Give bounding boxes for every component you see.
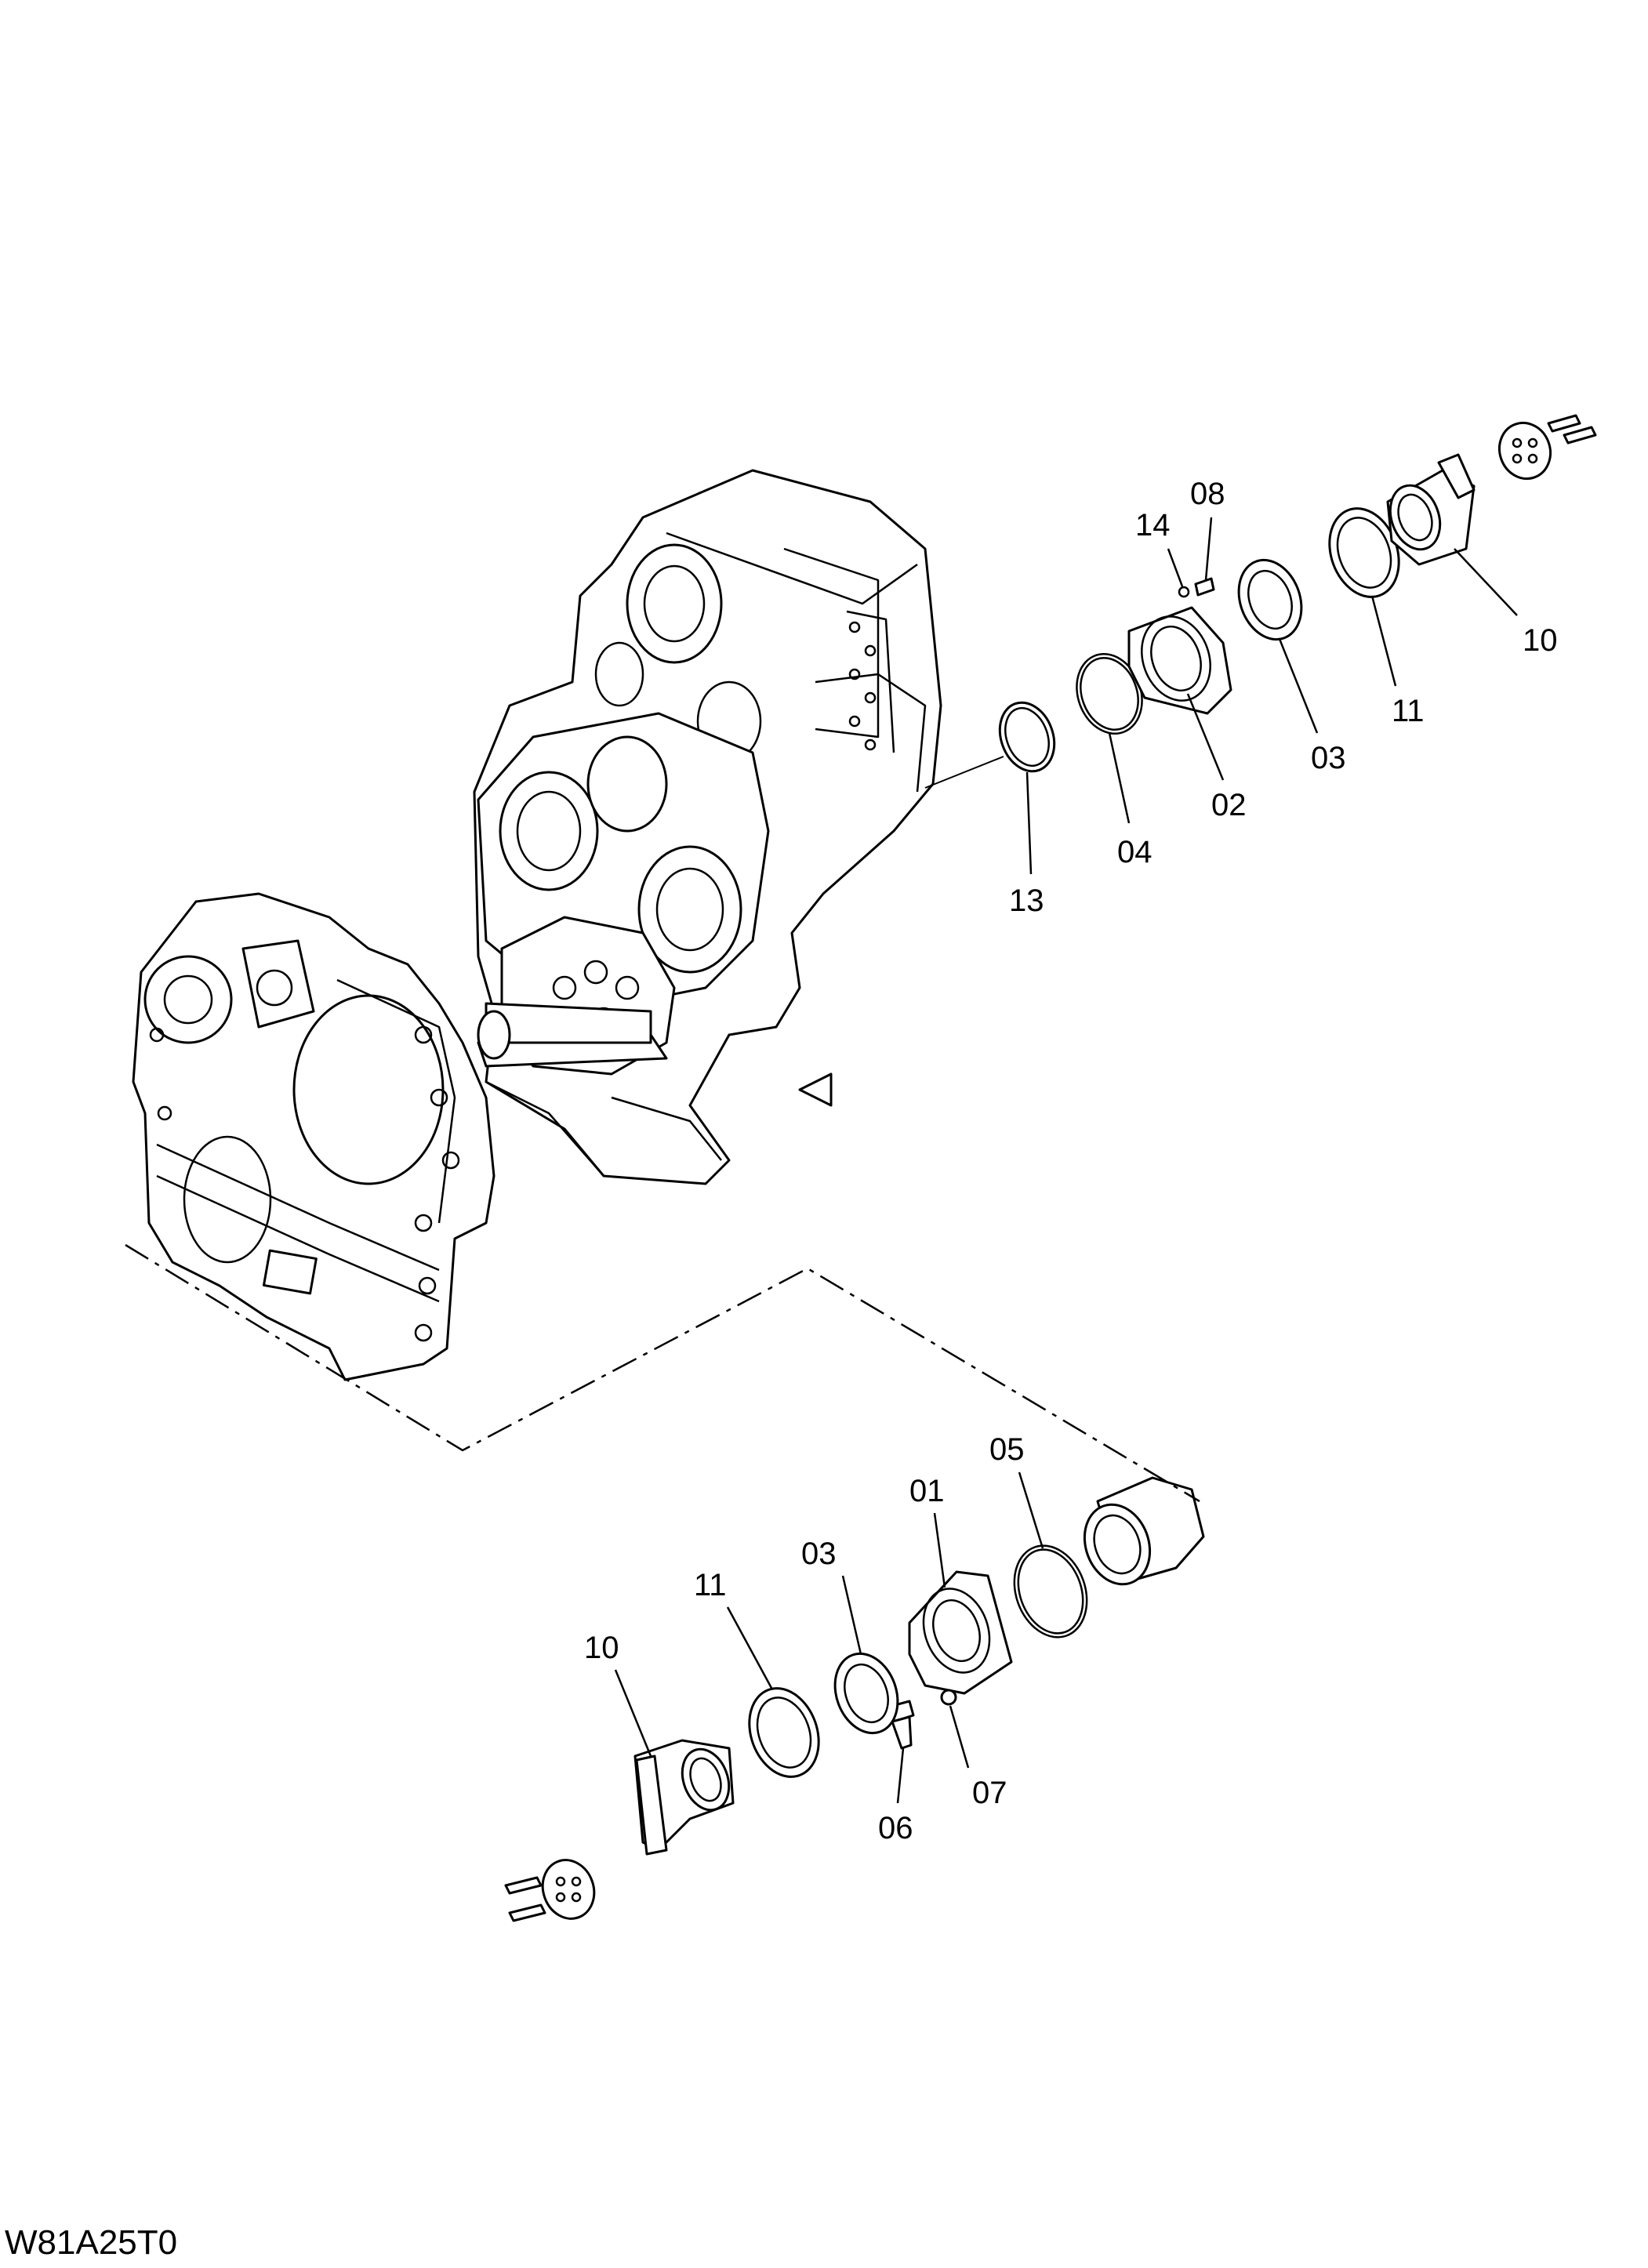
callout-14-upper: 14 [1135, 508, 1171, 543]
callout-11-upper: 11 [1392, 694, 1425, 728]
callout-10-upper: 10 [1523, 623, 1558, 658]
callout-07-lower: 07 [972, 1776, 1007, 1810]
transmission-housing-drawing [473, 469, 942, 1185]
upper-parts-drawing [924, 414, 1597, 789]
leader-lines [614, 517, 1518, 1804]
callout-08-upper: 08 [1190, 477, 1225, 511]
upper-callouts: 14 08 10 11 03 02 04 13 [1009, 477, 1558, 918]
lower-parts-drawing [504, 1476, 1205, 1922]
callout-10-lower: 10 [584, 1631, 619, 1665]
callout-05-lower: 05 [989, 1432, 1025, 1467]
callout-11-lower: 11 [694, 1568, 727, 1602]
callout-13-upper: 13 [1009, 884, 1044, 918]
drawing-code: W81A25T0 [5, 2223, 177, 2262]
assembly-connector-line [125, 1243, 1200, 1503]
callout-02-upper: 02 [1211, 788, 1247, 822]
lower-callouts: 05 01 03 11 10 07 06 [584, 1432, 1025, 1845]
callout-04-upper: 04 [1117, 835, 1153, 869]
callout-03-upper: 03 [1311, 741, 1346, 775]
callout-01-lower: 01 [909, 1474, 945, 1508]
callout-06-lower: 06 [878, 1811, 913, 1845]
callout-03-lower: 03 [801, 1537, 837, 1571]
front-housing-drawing [132, 892, 495, 1381]
